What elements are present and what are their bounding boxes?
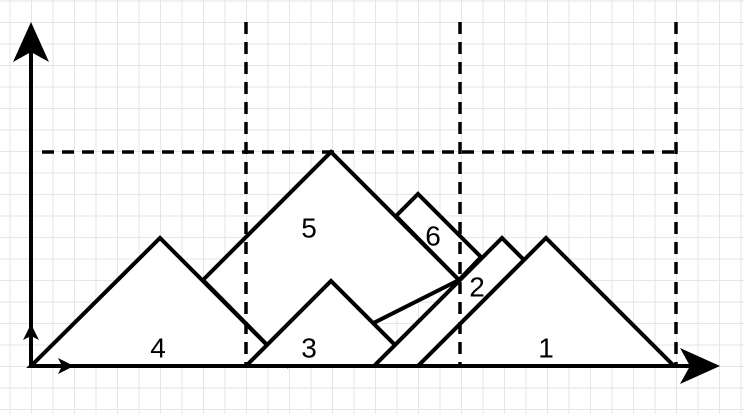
shapes-layer (26, 149, 679, 369)
shape-label-1: 1 (538, 333, 554, 364)
shape-labels: 4 5 3 6 2 1 (150, 213, 554, 364)
origin-y-arrow-icon (23, 324, 39, 340)
y-axis-arrow-icon (13, 22, 49, 62)
shape-label-2: 2 (469, 272, 485, 303)
shape-label-3: 3 (301, 333, 317, 364)
shape-label-4: 4 (150, 333, 166, 364)
shape-label-6: 6 (425, 221, 441, 252)
guide-lines (42, 22, 678, 366)
axes (13, 22, 720, 384)
origin-x-arrow-icon (58, 358, 74, 374)
shape-label-5: 5 (301, 213, 317, 244)
x-axis-arrow-icon (680, 348, 720, 384)
